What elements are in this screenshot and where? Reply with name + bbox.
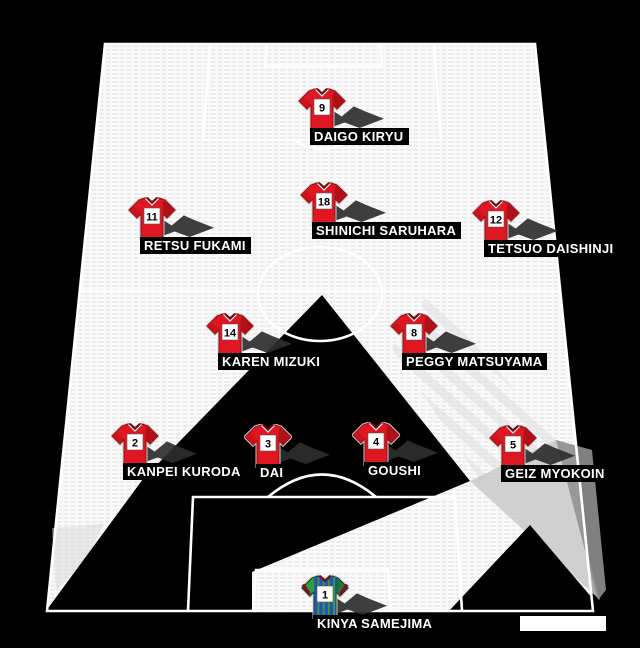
number-patch	[143, 207, 161, 225]
jersey-icon: 9	[298, 88, 346, 132]
number-patch	[259, 434, 277, 452]
jersey-icon: 14	[206, 313, 254, 357]
player-name-label: PEGGY MATSUYAMA	[402, 353, 548, 370]
player-8[interactable]: 8 PEGGY MATSUYAMA	[390, 313, 548, 373]
player-name-label: SHINICHI SARUHARA	[312, 222, 462, 239]
player-3[interactable]: 3 DAI	[244, 424, 330, 484]
player-number: 4	[373, 437, 380, 449]
player-12[interactable]: 12 TETSUO DAISHINJI	[472, 200, 619, 260]
jersey-icon: 5	[489, 425, 537, 469]
player-name-label: KINYA SAMEJIMA	[313, 615, 438, 632]
player-18[interactable]: 18 SHINICHI SARUHARA	[300, 182, 462, 242]
player-number: 8	[411, 328, 417, 340]
player-4[interactable]: 4 GOUSHI	[352, 422, 438, 482]
jersey-icon: 2	[111, 423, 159, 467]
number-patch	[126, 433, 144, 451]
jersey-icon: 1	[301, 575, 349, 619]
player-9[interactable]: 9 DAIGO KIRYU	[298, 88, 409, 148]
player-name-label: GOUSHI	[364, 462, 427, 479]
watermark-box	[520, 616, 606, 631]
player-number: 12	[490, 215, 502, 227]
player-number: 2	[132, 438, 138, 450]
player-name-label: TETSUO DAISHINJI	[484, 240, 619, 257]
number-patch	[316, 585, 334, 603]
player-name-label: RETSU FUKAMI	[140, 237, 251, 254]
player-number: 1	[322, 590, 328, 602]
player-name-label: KAREN MIZUKI	[218, 353, 326, 370]
player-number: 18	[318, 197, 330, 209]
player-5[interactable]: 5 GEIZ MYOKOIN	[489, 425, 610, 485]
player-name-label: GEIZ MYOKOIN	[501, 465, 610, 482]
player-11[interactable]: 11 RETSU FUKAMI	[128, 197, 251, 257]
jersey-icon: 3	[244, 424, 292, 468]
player-name-label: KANPEI KURODA	[123, 463, 246, 480]
number-patch	[313, 98, 331, 116]
player-14[interactable]: 14 KAREN MIZUKI	[206, 313, 326, 373]
jersey-icon: 18	[300, 182, 348, 226]
player-name-label: DAIGO KIRYU	[310, 128, 409, 145]
number-patch	[405, 323, 423, 341]
jersey-icon: 11	[128, 197, 176, 241]
player-number: 9	[319, 103, 325, 115]
gray-wedge-left	[52, 524, 104, 592]
pitch-markings	[45, 42, 595, 613]
jersey-icon: 12	[472, 200, 520, 244]
player-number: 14	[224, 328, 237, 340]
player-2[interactable]: 2 KANPEI KURODA	[111, 423, 246, 483]
number-patch	[504, 435, 522, 453]
number-patch	[221, 323, 239, 341]
player-number: 3	[265, 439, 271, 451]
jersey-icon: 8	[390, 313, 438, 357]
player-1[interactable]: 1 KINYA SAMEJIMA	[301, 575, 438, 635]
number-patch	[487, 210, 505, 228]
player-name-label: DAI	[256, 464, 289, 481]
number-patch	[367, 432, 385, 450]
number-patch	[315, 192, 333, 210]
player-number: 5	[510, 440, 516, 452]
jersey-icon: 4	[352, 422, 400, 466]
black-shadow-bottom-right	[448, 525, 604, 612]
player-number: 11	[146, 212, 158, 224]
